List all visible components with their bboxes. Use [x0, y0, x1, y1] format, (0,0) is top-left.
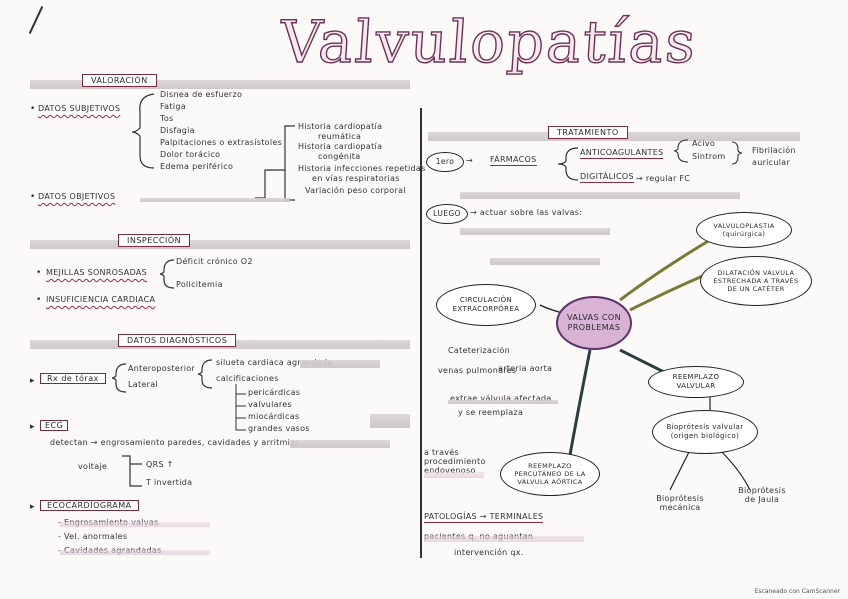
circulacion-node: CIRCULACIÓN EXTRACORPÓREA [436, 284, 536, 326]
subjetivo-item: Tos [160, 114, 174, 123]
calc-item: grandes vasos [248, 424, 310, 433]
anticoag-item: Sintrom [692, 152, 725, 161]
bullet: • [30, 104, 36, 114]
subjetivo-item: Fatiga [160, 102, 186, 111]
farmacos-label: FÁRMACOS [490, 155, 537, 166]
digitalicos-note: → regular FC [636, 174, 690, 183]
anticoag-note: Fibrilación [752, 146, 796, 155]
highlight-band [30, 240, 410, 249]
highlight-band [290, 440, 390, 448]
anticoag-note-bracket [730, 140, 746, 166]
bullet: ▸ [30, 502, 35, 512]
highlight-band [424, 536, 584, 542]
mejillas-label: MEJILLAS SONROSADAS [46, 268, 147, 277]
eco-item: - Vel. anormales [58, 532, 127, 541]
page-title: Valvulopatías [278, 8, 623, 76]
highlight-band [370, 414, 410, 428]
patologias-note: intervención qx. [454, 548, 524, 557]
ecg-line: detectan → engrosamiento paredes, cavida… [50, 438, 300, 447]
corner-mark [29, 6, 43, 34]
historia-item: Historia cardiopatía [298, 122, 382, 131]
highlight-band [140, 198, 290, 202]
section-header-inspeccion: INSPECCIÓN [118, 234, 190, 247]
patologias-label: PATOLOGÍAS → TERMINALES [424, 512, 543, 523]
percutaneo-node: REEMPLAZO PERCUTÁNEO DE LA VÁLVULA AÓRTI… [500, 452, 600, 496]
bullet: • [30, 192, 36, 202]
historia-item: reumática [318, 132, 361, 141]
circ-text: y se reemplaza [458, 408, 523, 417]
voltaje-label: voltaje [78, 462, 107, 471]
calc-item: pericárdicas [248, 388, 300, 397]
highlight-band [460, 192, 740, 199]
mejillas-note: Déficit crónico O2 [176, 257, 253, 266]
dilatacion-node: DILATACIÓN VÁLVULA ESTRECHADA A TRAVÉS D… [700, 256, 812, 306]
section-header-valoracion: VALORACIÓN [82, 74, 157, 87]
highlight-band [300, 360, 380, 368]
bullet: ▸ [30, 422, 35, 432]
insuficiencia-label: INSUFICIENCIA CARDIACA [46, 295, 155, 304]
rx-view: Anteroposterior [128, 364, 195, 373]
subjetivo-item: Disnea de esfuerzo [160, 90, 242, 99]
highlight-band [424, 472, 484, 478]
subjetivo-item: Dolor torácico [160, 150, 220, 159]
mejillas-bracket [158, 256, 178, 292]
anticoagulantes-label: ANTICOAGULANTES [580, 148, 663, 159]
anticoag-note: auricular [752, 158, 790, 167]
subjetivo-item: Edema periférico [160, 162, 233, 171]
bio-item: Bioprótesis mecánica [650, 494, 710, 512]
historia-item: en vías respiratorias [312, 174, 400, 183]
ahora-bubble: 1ero [426, 152, 464, 172]
datos-subjetivos-label: DATOS SUBJETIVOS [38, 104, 120, 113]
section-header-diagnosticos: DATOS DIAGNÓSTICOS [118, 334, 236, 347]
bio-item: Bioprótesis de Jaula [734, 486, 790, 504]
rx-view: Lateral [128, 380, 158, 389]
mejillas-note: Policitemia [176, 280, 223, 289]
highlight-band [60, 550, 210, 555]
highlight-band [60, 522, 210, 527]
circ-note: Cateterización [448, 346, 510, 355]
voltaje-bracket [118, 454, 148, 490]
ecg-label: ECG [40, 420, 68, 431]
rx-bracket [110, 360, 130, 396]
historia-item: Historia infecciones repetidas [298, 164, 426, 173]
valvas-center-node: VALVAS CON PROBLEMAS [556, 296, 632, 350]
subjetivo-item: Disfagia [160, 126, 195, 135]
farmacos-bracket [556, 144, 582, 184]
rx-finding: calcificaciones [216, 374, 279, 383]
reemplazo-node: REEMPLAZO VALVULAR [648, 366, 744, 398]
datos-objetivos-label: DATOS OBJETIVOS [38, 192, 115, 201]
subjetivos-bracket [130, 92, 160, 172]
bioprotesis-node: Bioprótesis valvular (origen biológico) [652, 410, 758, 454]
bullet: • [36, 295, 42, 305]
voltaje-item: QRS ↑ [146, 460, 174, 469]
digitalicos-label: DIGITÁLICOS [580, 172, 634, 183]
arrow: → [466, 156, 473, 165]
highlight-band [448, 400, 558, 404]
section-header-tratamiento: TRATAMIENTO [548, 126, 628, 139]
eco-label: ECOCARDIOGRAMA [40, 500, 139, 511]
valvuloplastia-node: VALVULOPLASTIA (quirúrgica) [696, 212, 792, 248]
anticoag-bracket [672, 138, 692, 164]
historia-item: congénita [318, 152, 360, 161]
mindmap-connectors [420, 200, 840, 530]
voltaje-item: T invertida [146, 478, 192, 487]
scanner-watermark: Escaneado con CamScanner [755, 588, 840, 595]
bullet: • [36, 268, 42, 278]
rx-findings-bracket [196, 356, 216, 392]
anticoag-item: Acivo [692, 139, 715, 148]
circ-note: arteria aorta [498, 364, 552, 373]
calc-item: miocárdicas [248, 412, 299, 421]
rx-label: Rx de tórax [40, 373, 106, 384]
historia-item: Variación peso corporal [305, 186, 406, 195]
percutaneo-note: a través procedimiento endovenoso [424, 448, 494, 475]
bullet: ▸ [30, 376, 35, 386]
historia-item: Historia cardiopatía [298, 142, 382, 151]
calc-item: valvulares [248, 400, 292, 409]
